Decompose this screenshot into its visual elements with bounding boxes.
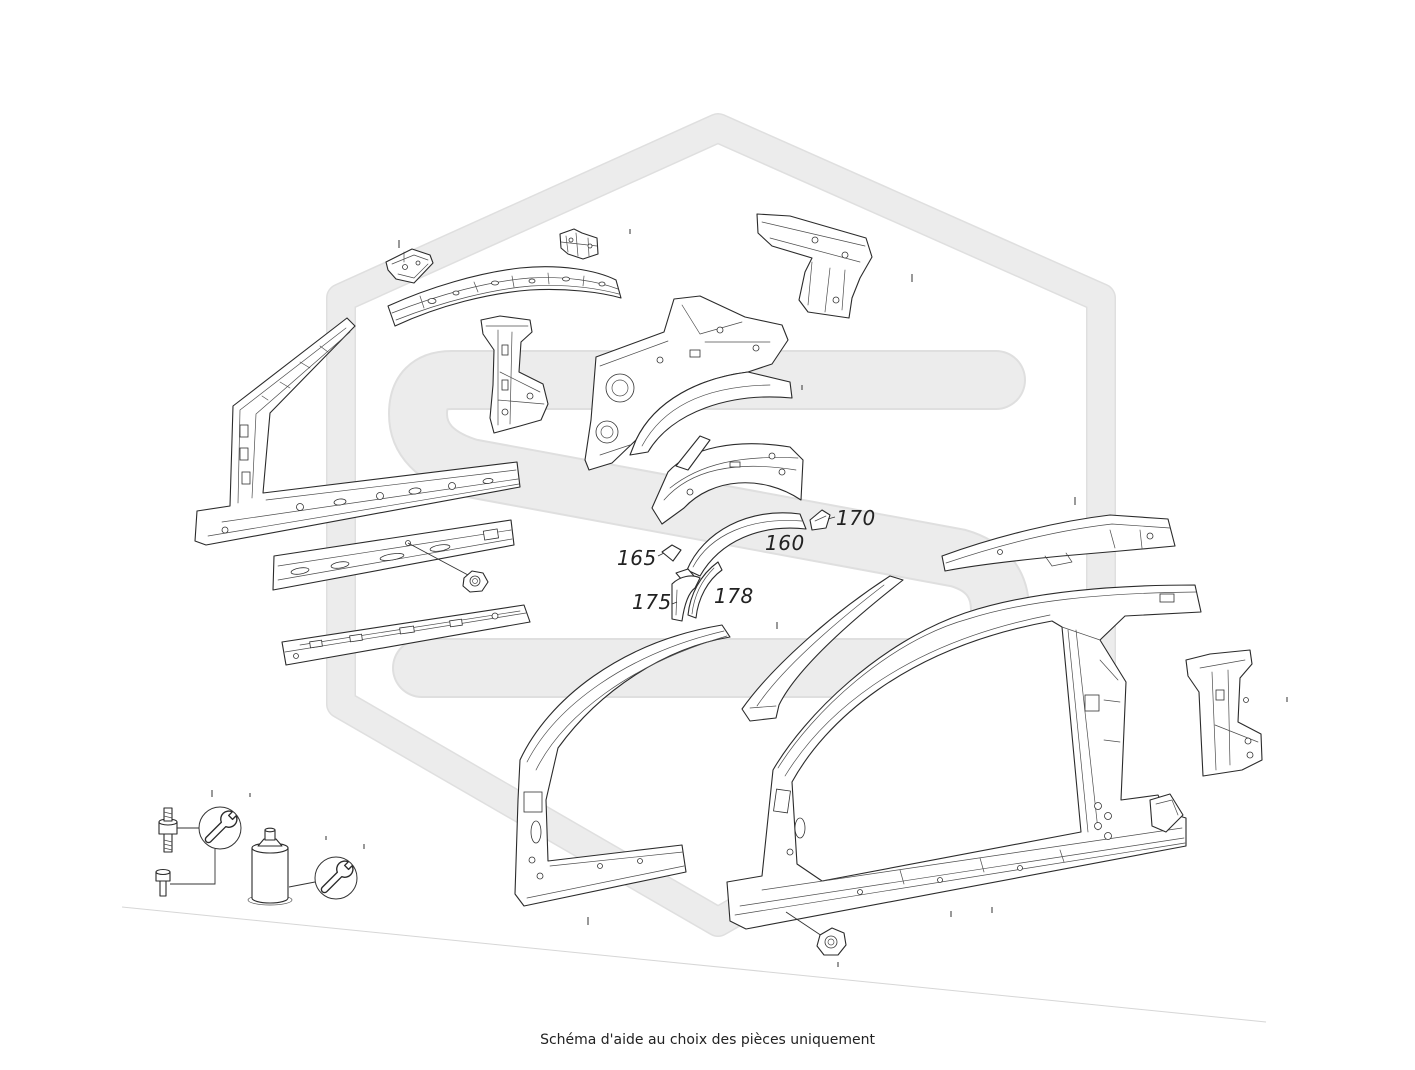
part-upper-rear-bracket: [756, 213, 873, 319]
part-body-side-outer: [726, 584, 1202, 937]
leader-small-bolt: [170, 849, 216, 885]
part-rear-quarter-inner: [584, 295, 793, 471]
callout-165[interactable]: 165: [617, 546, 657, 570]
part-178-arch-piece: [687, 561, 723, 619]
wrench-icon: [314, 856, 358, 900]
part-small-bolt: [155, 868, 171, 897]
part-nut: [462, 570, 489, 593]
part-push-clip: [816, 927, 847, 956]
callout-170[interactable]: 170: [836, 506, 876, 530]
callout-178[interactable]: 178: [714, 584, 754, 608]
part-roof-rail-rear: [941, 514, 1176, 572]
callout-160[interactable]: 160: [765, 531, 805, 555]
part-sill-reinforcement: [272, 519, 515, 591]
part-lower-sill-strip: [281, 604, 531, 666]
leader-push-clip: [785, 911, 823, 937]
leader-tick-marks: [211, 229, 1288, 967]
part-wheel-arch-inner: [651, 435, 804, 525]
part-roof-rail-front: [741, 575, 904, 722]
wrench-icon: [198, 806, 242, 850]
diagram-caption: Schéma d'aide au choix des pièces unique…: [540, 1032, 875, 1048]
part-160-arch-reinforcement: [686, 512, 807, 577]
leader-nut: [407, 542, 469, 576]
part-170-bracket: [809, 509, 836, 531]
part-stud-bolt: [158, 807, 178, 853]
part-175-arch-piece: [671, 568, 701, 622]
part-a-pillar-outer: [514, 624, 731, 907]
part-165-clip: [657, 544, 682, 562]
part-bracket-upper-center: [559, 228, 599, 260]
watermark-hexagon: [327, 114, 1115, 936]
ground-line: [121, 906, 1267, 1023]
part-bracket-upper-left: [385, 248, 434, 284]
part-front-pillar-sill-inner: [194, 317, 521, 546]
part-roof-rail-inner: [387, 266, 622, 327]
part-b-pillar-outer: [1185, 649, 1263, 777]
callout-175[interactable]: 175: [632, 590, 672, 614]
leader-sealant: [288, 881, 316, 888]
part-b-pillar-inner: [480, 315, 549, 434]
part-sealant-cartridge: [247, 827, 293, 906]
